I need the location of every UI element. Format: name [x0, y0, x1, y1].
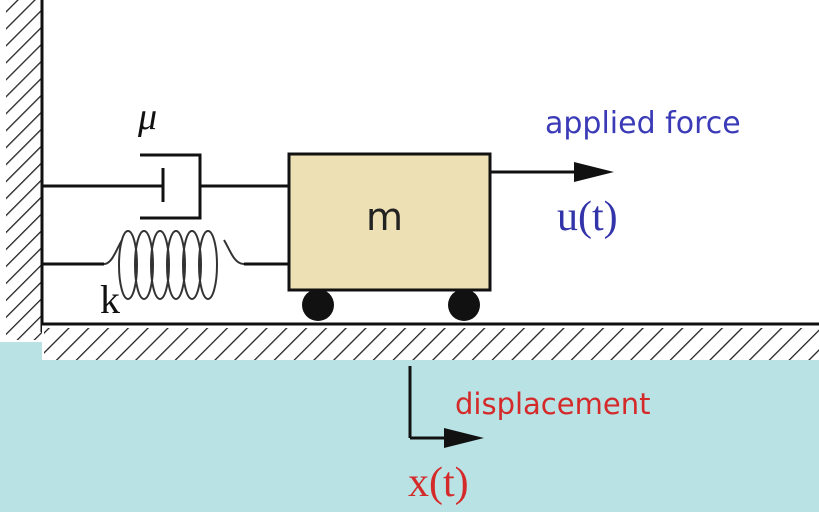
displacement-caption: displacement [455, 387, 651, 421]
applied-force-caption: applied force [545, 106, 741, 141]
wheel-right [448, 289, 480, 321]
damper [42, 153, 290, 220]
force-symbol-label: u(t) [557, 194, 618, 240]
damping-label: μ [138, 96, 158, 138]
fixed-wall [6, 0, 44, 340]
wheel-left [302, 289, 334, 321]
mass-label: m [366, 195, 404, 239]
displacement-symbol-label: x(t) [408, 460, 469, 506]
mass-block [287, 152, 492, 292]
spring-constant-label: k [100, 277, 120, 322]
floor [42, 322, 819, 360]
spring [42, 230, 290, 300]
force-arrow [490, 162, 614, 182]
displacement-arrow [408, 366, 484, 448]
